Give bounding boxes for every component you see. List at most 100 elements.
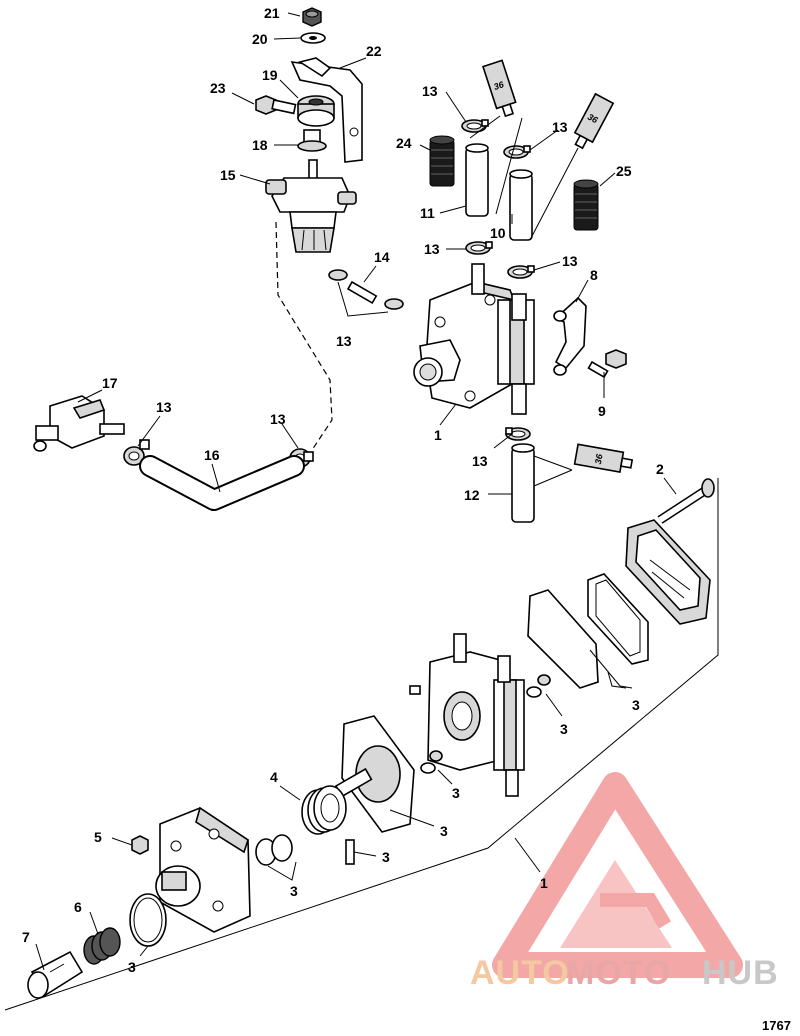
clamp-13-a: [461, 119, 489, 133]
callout-22: 22: [366, 43, 382, 59]
clamp-13-c: [465, 241, 493, 255]
callout-3-e: 3: [382, 849, 390, 865]
leader-1-bottom: [514, 837, 541, 873]
part-1-pump-body-exploded: [409, 633, 525, 797]
part-5-nut: [131, 835, 149, 855]
callout-1-a: 1: [434, 427, 442, 443]
part-11-hose: [465, 143, 489, 217]
sealant-tube-top-right: 36: [573, 92, 615, 150]
part-15-fuel-filter: [265, 159, 357, 253]
clamp-13-e: [328, 269, 404, 310]
part-4-spring: [301, 785, 347, 835]
part-2-bolt: [657, 478, 715, 524]
callout-6: 6: [74, 899, 82, 915]
callout-3-a: 3: [632, 697, 640, 713]
assembly-bracket: [4, 478, 719, 1011]
callout-13-d: 13: [562, 253, 578, 269]
callout-7: 7: [22, 929, 30, 945]
watermark-logo: [492, 772, 743, 978]
callout-20: 20: [252, 31, 268, 47]
sealant-tube-top-left: 36: [482, 59, 517, 118]
callout-3-d: 3: [440, 823, 448, 839]
clamp-13-d: [507, 265, 535, 279]
callout-3-c: 3: [452, 785, 460, 801]
clamp-13-h: [505, 427, 531, 441]
part-17-fitting: [33, 395, 125, 452]
callout-24: 24: [396, 135, 412, 151]
automotohub-watermark: AUTO MOTO HUB: [470, 772, 779, 992]
callout-8: 8: [590, 267, 598, 283]
clamp-13-f: [123, 439, 150, 466]
callout-4: 4: [270, 769, 278, 785]
callout-14: 14: [374, 249, 390, 265]
callout-13-h: 13: [472, 453, 488, 469]
callout-3-b: 3: [560, 721, 568, 737]
part-1-fuel-pump-assembly: [413, 263, 535, 415]
logo-g-stroke: [600, 893, 672, 929]
part-7-plunger: [27, 950, 84, 999]
part-3-check-valve-b: [420, 750, 443, 774]
part-3-o-rings: [255, 834, 293, 866]
sealant-label: 36: [593, 452, 605, 465]
callout-18: 18: [252, 137, 268, 153]
bracket-line-upper: [4, 478, 719, 1011]
callout-13-f: 13: [156, 399, 172, 415]
callout-21: 21: [264, 5, 280, 21]
part-1-housing-lower: [155, 806, 251, 933]
callout-13-c: 13: [424, 241, 440, 257]
sealant-label: 36: [492, 79, 506, 92]
callout-5: 5: [94, 829, 102, 845]
part-21-nut: [302, 7, 322, 27]
part-20-washer: [300, 32, 326, 44]
callout-23: 23: [210, 80, 226, 96]
callout-numbers: 21 20 22 19 23 18 15 13 13 24 25 11 10 1…: [22, 5, 664, 975]
part-14-pin: [346, 280, 378, 305]
part-3-o-ring-large: [129, 893, 167, 947]
part-22-bracket: [290, 57, 363, 163]
callout-17: 17: [102, 375, 118, 391]
part-9-screw: [587, 349, 627, 379]
part-16-hose: [139, 455, 305, 511]
watermark-word-moto: MOTO: [566, 954, 671, 992]
callout-11: 11: [420, 205, 435, 221]
callout-25: 25: [616, 163, 632, 179]
callout-15: 15: [220, 167, 236, 183]
callout-13-b: 13: [552, 119, 568, 135]
part-25-sleeve: [573, 179, 599, 231]
sealant-tube-right: 36: [573, 443, 634, 473]
part-3-gasket-b: [527, 589, 599, 689]
watermark-word-auto: AUTO: [470, 954, 570, 992]
callout-12: 12: [464, 487, 480, 503]
part-24-sleeve: [429, 135, 455, 187]
part-3-pin: [345, 839, 355, 865]
callout-13-g: 13: [270, 411, 286, 427]
part-23-bolt: [255, 95, 297, 115]
callout-19: 19: [262, 67, 278, 83]
part-3-check-valve-a: [526, 674, 551, 698]
part-19-grommet: [297, 95, 335, 127]
callout-3-g: 3: [128, 959, 136, 975]
part-6-spring: [83, 927, 121, 965]
part-3-diaphragm: [334, 715, 415, 833]
part-8-bracket: [553, 296, 587, 376]
callout-16: 16: [204, 447, 220, 463]
callout-13-a: 13: [422, 83, 438, 99]
part-3-gasket-a: [587, 573, 649, 665]
clamp-13-b: [503, 145, 531, 159]
part-3-cover-plate: [625, 519, 711, 625]
watermark-word-hub: HUB: [702, 954, 779, 992]
callout-13-e: 13: [336, 333, 352, 349]
fuel-line-path-dashed: [275, 221, 333, 451]
logo-triangle-outer: [492, 772, 743, 978]
callout-3-f: 3: [290, 883, 298, 899]
figure-number: 1767: [762, 1018, 791, 1033]
callout-10: 10: [490, 225, 506, 241]
leader-lines: [35, 12, 677, 971]
callout-2: 2: [656, 461, 664, 477]
callout-1-b: 1: [540, 875, 548, 891]
callout-9: 9: [598, 403, 606, 419]
part-12-hose: [511, 443, 535, 523]
part-10-hose: [509, 169, 533, 241]
part-18-bushing: [297, 129, 327, 152]
